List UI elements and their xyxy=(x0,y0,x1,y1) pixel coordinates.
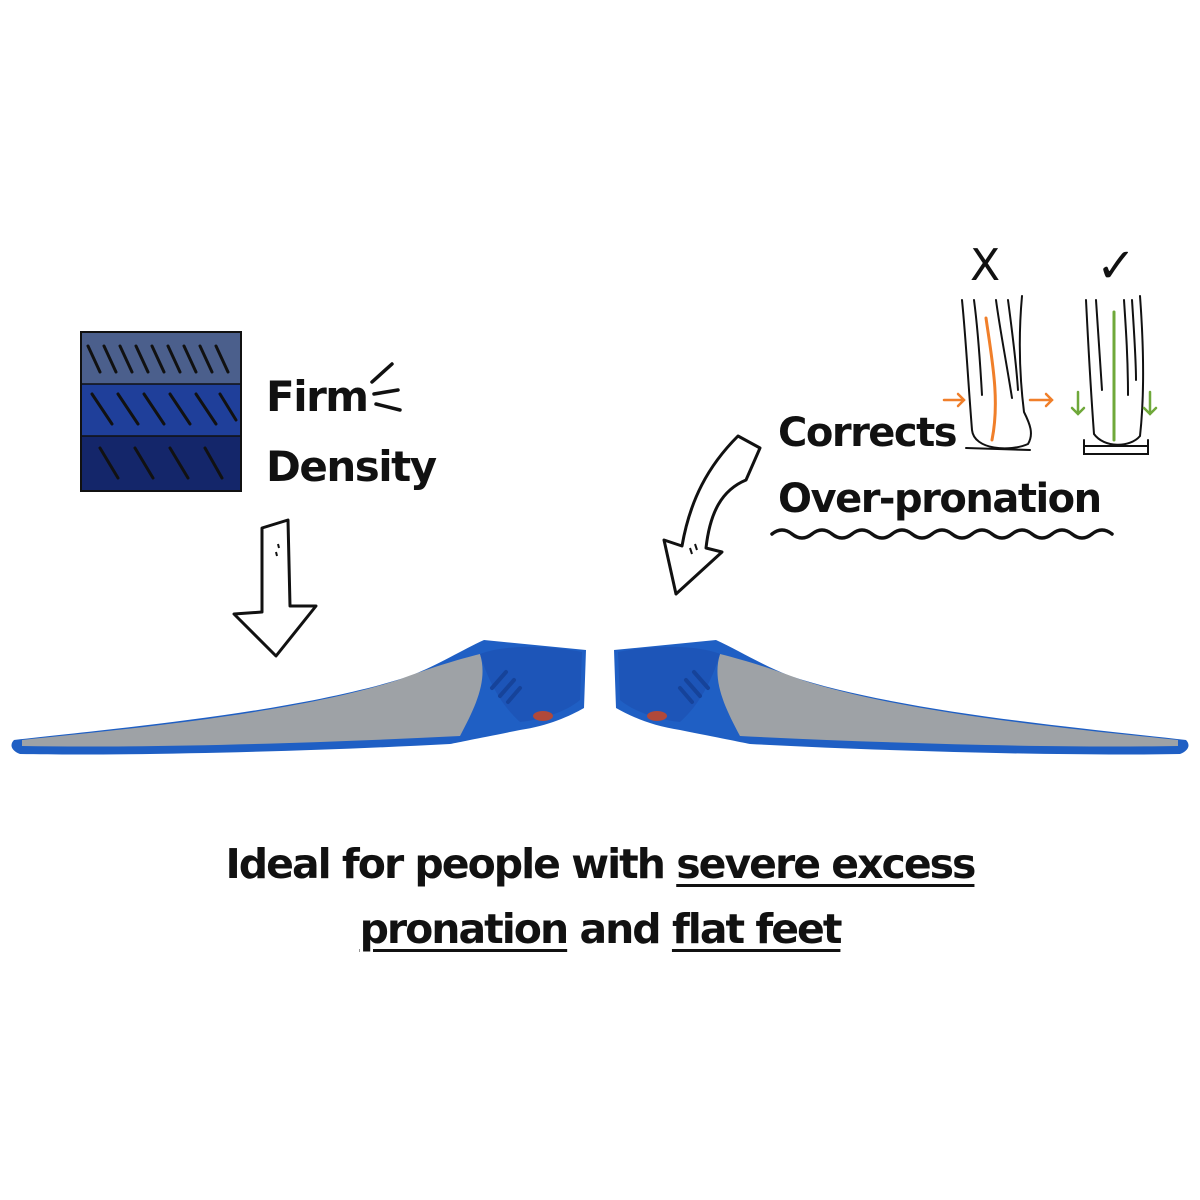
insole-image xyxy=(11,640,587,755)
and-text: and xyxy=(567,905,672,953)
density-label: Density xyxy=(266,442,437,491)
headline-text: Ideal for people with xyxy=(225,840,677,888)
down-arrow-icon xyxy=(232,518,318,658)
curved-arrow-icon xyxy=(662,434,762,596)
check-mark-icon: ✓ xyxy=(1096,238,1137,294)
density-layers-icon xyxy=(80,331,242,492)
severe-excess-text: severe excess xyxy=(676,840,976,888)
wavy-underline xyxy=(770,528,1114,540)
over-pronation-label: Over-pronation xyxy=(778,476,1102,522)
headline-line-2: pronation and flat feet xyxy=(0,905,1200,953)
corrects-label: Corrects xyxy=(778,410,958,456)
insole-image xyxy=(614,640,1189,755)
pronation-text: pronation xyxy=(359,905,570,953)
firm-label: Firm xyxy=(266,372,369,421)
wrong-mark-icon: X xyxy=(970,240,1001,291)
flat-feet-text: flat feet xyxy=(671,905,842,953)
emphasis-marks-icon xyxy=(370,362,402,412)
feet-alignment-icon xyxy=(942,295,1158,455)
headline-line-1: Ideal for people with severe excess xyxy=(0,840,1200,888)
